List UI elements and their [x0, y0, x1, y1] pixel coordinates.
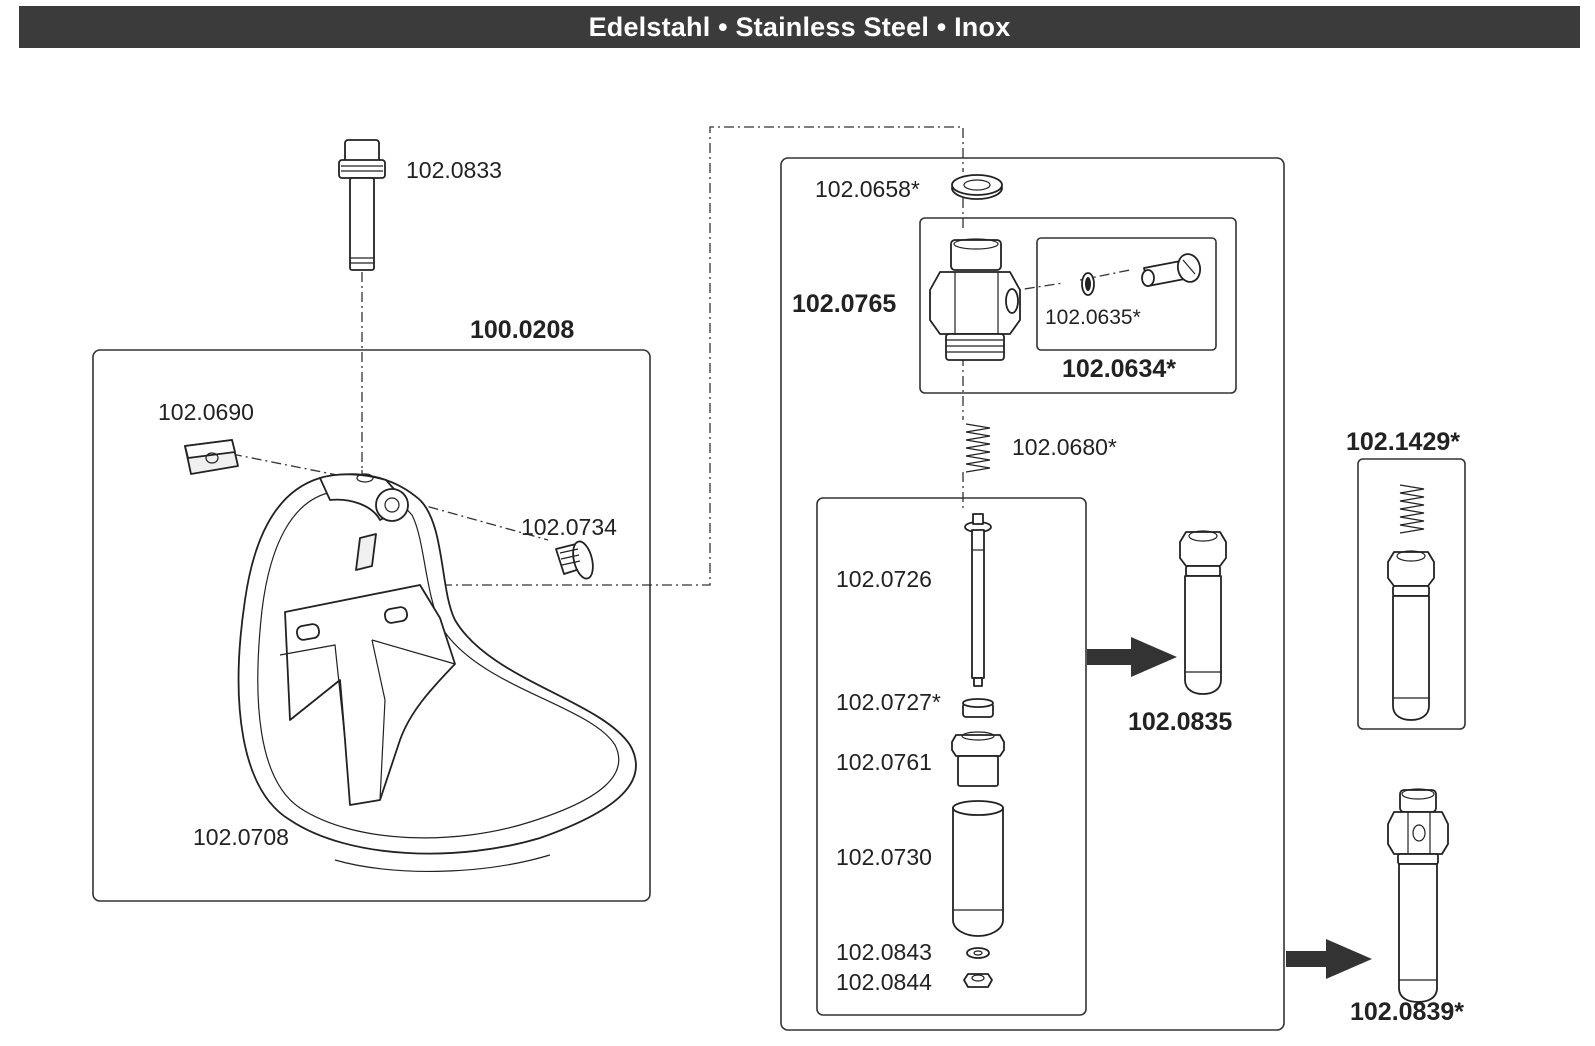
screw-kit-part-number: 102.0634* — [1062, 355, 1176, 383]
variant-b-box — [1357, 458, 1466, 730]
sleeve-part-number: 102.0730 — [836, 844, 932, 870]
page-header: Edelstahl • Stainless Steel • Inox — [19, 6, 1580, 48]
bowl-part-number: 102.0708 — [193, 824, 289, 850]
variant-b-valve-icon — [1387, 484, 1435, 721]
variant-c-valve-icon — [1387, 788, 1449, 1003]
spring-icon — [965, 423, 991, 473]
valve-assembly-box — [780, 157, 1285, 1031]
adjusting-screw-icon — [1141, 253, 1202, 287]
valve-body-box — [919, 217, 1237, 394]
locknut-icon — [951, 174, 1003, 200]
o-ring-icon — [1081, 272, 1095, 296]
tappet-part-number: 102.0726 — [836, 566, 932, 592]
bowl-assembly-number: 100.0208 — [470, 316, 574, 344]
valve-body-icon — [929, 238, 1021, 361]
tappet-pin-icon — [964, 513, 992, 687]
washer-icon — [966, 947, 990, 959]
variant-c-part-number: 102.0839* — [1350, 998, 1464, 1026]
sleeve-icon — [952, 800, 1004, 937]
ring-part-number: 102.0727* — [836, 689, 941, 715]
arrow-to-variant-a-icon — [1087, 637, 1177, 677]
hex-nut-icon — [951, 731, 1005, 787]
bowl-assembly-box — [92, 349, 651, 902]
inner-parts-box — [816, 497, 1087, 1016]
variant-a-part-number: 102.0835 — [1128, 708, 1232, 736]
hex-nut-part-number: 102.0761 — [836, 749, 932, 775]
valve-body-part-number: 102.0765 — [792, 290, 896, 318]
clamp-plate-number: 102.0690 — [158, 399, 254, 425]
arrow-to-variant-c-icon — [1286, 939, 1372, 979]
ring-icon — [962, 698, 994, 718]
spring-part-number: 102.0680* — [1012, 434, 1117, 460]
header-title: Edelstahl • Stainless Steel • Inox — [588, 11, 1011, 42]
variant-b-part-number: 102.1429* — [1346, 428, 1460, 456]
screw-kit-box — [1036, 237, 1217, 351]
screw-part-number: 102.0734 — [521, 514, 617, 540]
clamp-plate-icon — [184, 439, 239, 475]
o-ring-part-number: 102.0635* — [1045, 306, 1141, 329]
washer-part-number: 102.0843 — [836, 939, 932, 965]
small-nut-icon — [963, 973, 993, 988]
drinking-bowl-icon — [237, 473, 637, 873]
pipe-part-number: 102.0833 — [406, 157, 502, 183]
locknut-part-number: 102.0658* — [815, 176, 920, 202]
countersunk-screw-icon — [555, 540, 594, 580]
variant-a-valve-icon — [1179, 530, 1227, 695]
pipe-part-icon — [338, 139, 386, 271]
small-nut-part-number: 102.0844 — [836, 969, 932, 995]
